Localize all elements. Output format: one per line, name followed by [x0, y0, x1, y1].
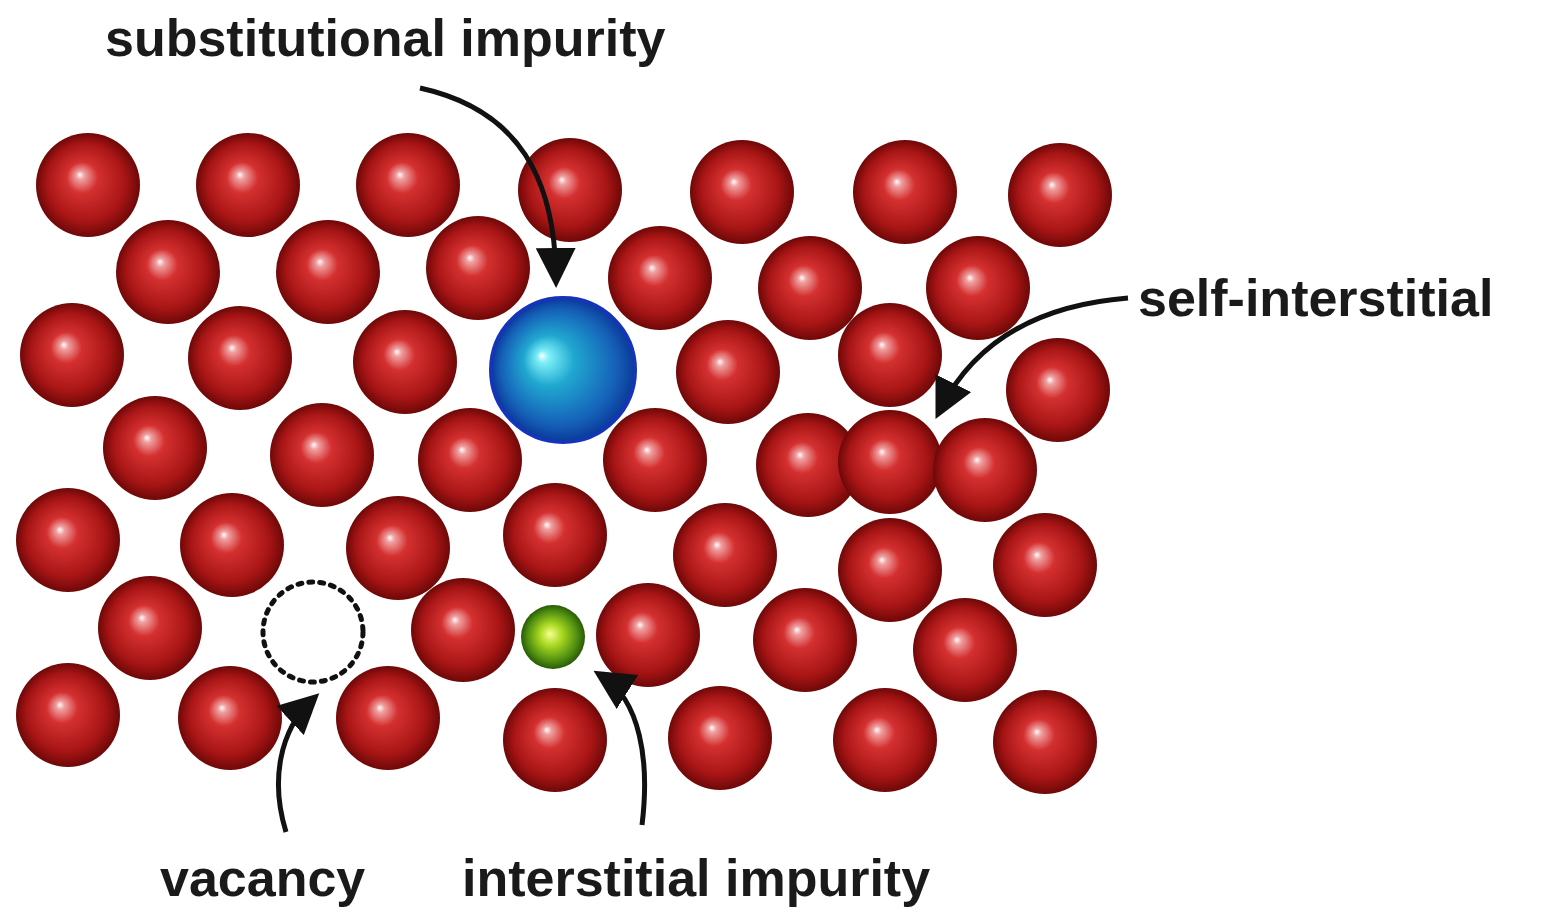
host-atom — [346, 496, 450, 600]
host-atom — [690, 140, 794, 244]
host-atom — [833, 688, 937, 792]
host-atom — [16, 488, 120, 592]
host-atom — [20, 303, 124, 407]
host-atom — [913, 598, 1017, 702]
host-atom — [426, 216, 530, 320]
host-atom — [178, 666, 282, 770]
defect-label: vacancy — [160, 852, 365, 904]
host-atom — [188, 306, 292, 410]
host-atom — [98, 576, 202, 680]
host-atom — [993, 513, 1097, 617]
host-atom — [411, 578, 515, 682]
defect-label: self-interstitial — [1138, 272, 1493, 324]
host-atom — [668, 686, 772, 790]
host-atom — [418, 408, 522, 512]
host-atom — [596, 583, 700, 687]
host-atom — [933, 418, 1037, 522]
leader-arrow — [278, 700, 312, 832]
host-atom — [608, 226, 712, 330]
host-atom — [518, 138, 622, 242]
host-atom — [16, 663, 120, 767]
host-atom — [503, 688, 607, 792]
host-atom — [356, 133, 460, 237]
host-atom — [1006, 338, 1110, 442]
host-atom — [36, 133, 140, 237]
host-atom — [1008, 143, 1112, 247]
defect-label: interstitial impurity — [462, 852, 930, 904]
host-atom — [603, 408, 707, 512]
vacancy-site — [263, 582, 363, 682]
leader-arrow — [602, 676, 645, 825]
host-atom — [116, 220, 220, 324]
host-atom — [993, 690, 1097, 794]
host-atom — [753, 588, 857, 692]
host-atom — [838, 518, 942, 622]
host-atom — [838, 303, 942, 407]
interstitial-atom — [521, 605, 585, 669]
host-atom — [926, 236, 1030, 340]
host-atom — [503, 483, 607, 587]
host-atom — [103, 396, 207, 500]
host-atom — [276, 220, 380, 324]
leader-arrow — [420, 88, 556, 278]
host-atom — [673, 503, 777, 607]
defect-label: substitutional impurity — [105, 12, 665, 64]
host-atom — [838, 410, 942, 514]
host-atom — [853, 140, 957, 244]
host-atom — [270, 403, 374, 507]
host-atom — [196, 133, 300, 237]
host-atom — [758, 236, 862, 340]
host-atom — [336, 666, 440, 770]
substitutional-atom — [491, 298, 635, 442]
host-atom — [353, 310, 457, 414]
leader-arrow — [940, 298, 1128, 410]
host-atom — [180, 493, 284, 597]
host-atom — [676, 320, 780, 424]
